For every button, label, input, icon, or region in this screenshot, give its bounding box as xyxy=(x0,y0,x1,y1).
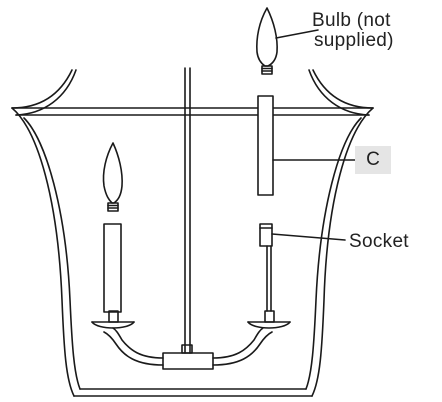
center-stem xyxy=(184,67,191,354)
top-bulb xyxy=(256,7,319,75)
socket-callout-label: Socket xyxy=(349,231,409,252)
left-bulb xyxy=(102,142,123,212)
left-candle xyxy=(91,223,135,329)
sleeve-c xyxy=(257,95,356,196)
lantern-frame xyxy=(11,69,374,397)
bulb-callout-label: Bulb (not supplied) xyxy=(312,11,394,51)
bulb-callout-line1: Bulb (not xyxy=(312,10,391,31)
part-c-badge: C xyxy=(355,146,391,174)
candle-arms xyxy=(103,327,273,370)
bulb-callout-line2: supplied) xyxy=(314,30,394,51)
right-candle xyxy=(247,245,291,329)
socket-part xyxy=(259,223,346,247)
